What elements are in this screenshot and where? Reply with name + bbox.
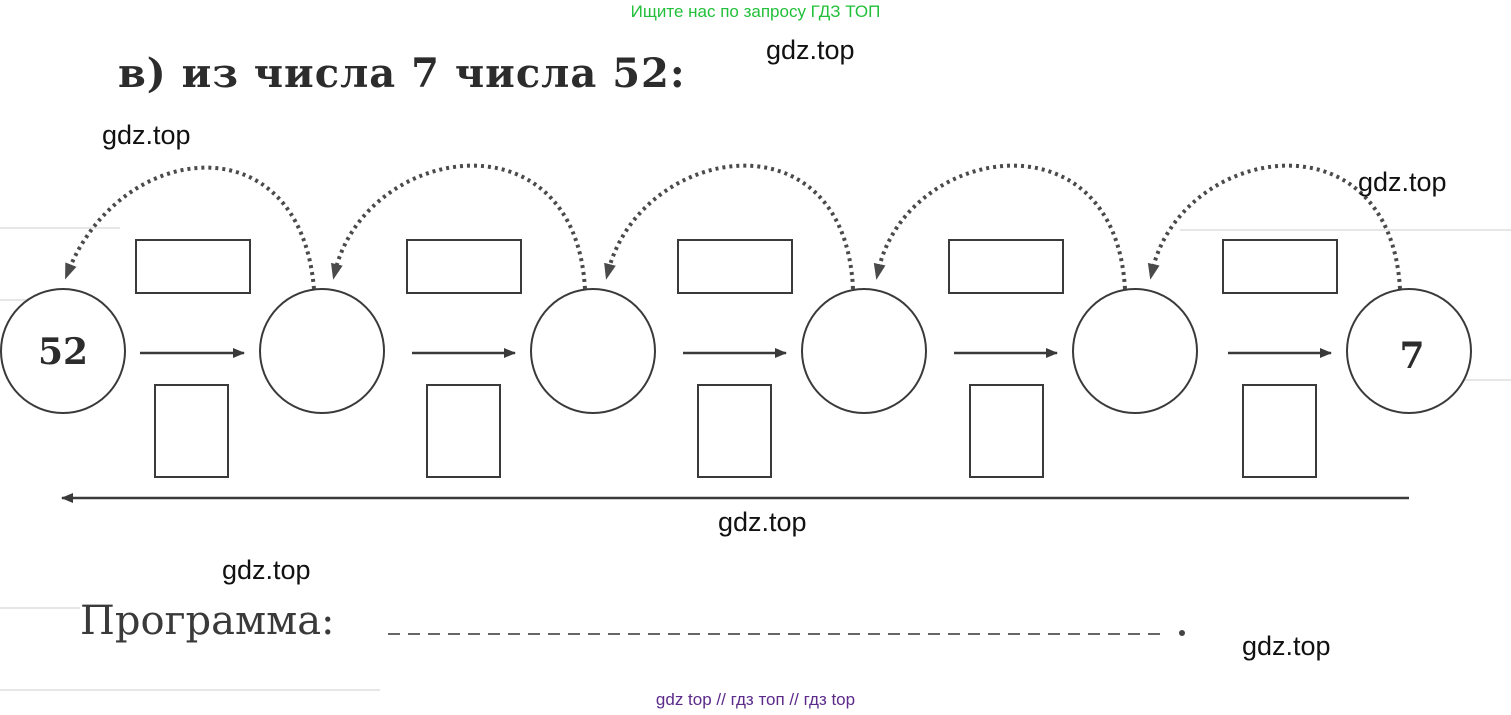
watermark-2: gdz.top [102, 120, 191, 150]
circle-5[interactable] [1072, 288, 1198, 414]
lower-box-1[interactable] [154, 384, 229, 478]
watermark-1: gdz.top [766, 35, 855, 65]
dotted-arrow-2 [331, 163, 587, 290]
dotted-arrow-4 [873, 163, 1127, 290]
upper-box-2[interactable] [406, 239, 522, 294]
top-banner[interactable]: Ищите нас по запросу ГДЗ ТОП [630, 2, 881, 21]
watermark-6: gdz.top [1242, 631, 1331, 661]
lower-box-3[interactable] [697, 384, 772, 478]
lower-box-4[interactable] [969, 384, 1044, 478]
start-value: 52 [38, 331, 88, 373]
dotted-arrow-5 [1147, 163, 1402, 290]
circle-2[interactable] [259, 288, 385, 414]
lower-box-2[interactable] [426, 384, 501, 478]
dotted-back-arrows [65, 163, 1402, 290]
upper-box-3[interactable] [677, 239, 793, 294]
circle-4[interactable] [801, 288, 927, 414]
footer-links[interactable]: gdz top // гдз топ // гдз top [655, 690, 856, 709]
circle-3[interactable] [530, 288, 656, 414]
background-ghost-lines [0, 227, 1511, 691]
program-answer-line[interactable] [388, 630, 1185, 636]
program-label: Программа: [80, 598, 335, 644]
lower-box-5[interactable] [1242, 384, 1317, 478]
upper-box-4[interactable] [948, 239, 1064, 294]
upper-box-1[interactable] [135, 239, 251, 294]
end-value: 7 [1399, 335, 1424, 377]
upper-boxes [135, 239, 1338, 294]
upper-box-5[interactable] [1222, 239, 1338, 294]
lower-boxes [154, 384, 1317, 478]
dotted-arrow-3 [604, 163, 855, 290]
watermark-4: gdz.top [718, 507, 807, 537]
dotted-arrow-1 [65, 165, 316, 290]
task-title: в) из числа 7 числа 52: [118, 50, 686, 97]
circle-start[interactable] [0, 288, 126, 414]
circle-end[interactable] [1346, 288, 1472, 414]
number-circles: 52 7 [0, 288, 1472, 414]
watermark-5: gdz.top [222, 555, 311, 585]
watermark-3: gdz.top [1358, 167, 1447, 197]
